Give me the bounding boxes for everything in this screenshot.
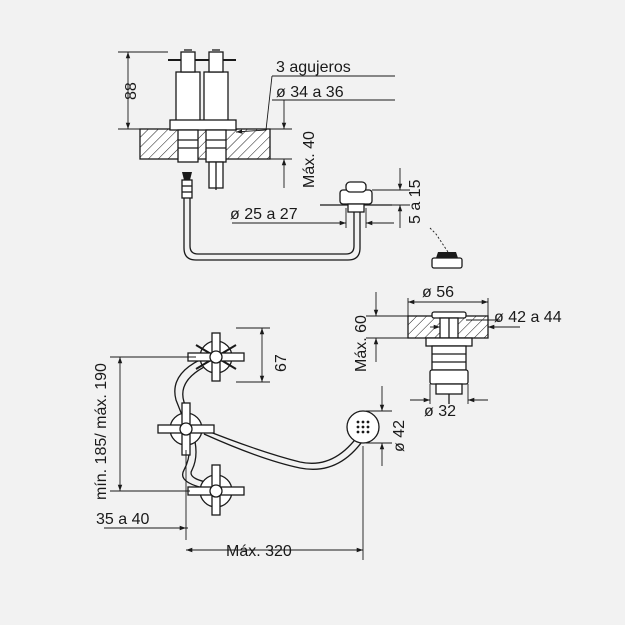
drain-section-view: ø 56 ø 42 a 44 ø 32 Máx. 60 [353, 284, 562, 420]
label-holes: 3 agujeros [276, 59, 351, 76]
label-diam-56: ø 56 [422, 284, 454, 301]
label-hole-diameter: ø 34 a 36 [276, 84, 344, 101]
label-67: 67 [273, 354, 290, 372]
label-min-max-185-190: mín. 185/ máx. 190 [93, 363, 110, 500]
label-88: 88 [123, 82, 140, 100]
shower-head-plan [346, 410, 380, 444]
valve-body-right [203, 71, 229, 123]
cross-handle-middle [157, 402, 215, 456]
label-diam-42: ø 42 [391, 420, 408, 452]
cross-handle-top [187, 332, 245, 382]
dimensions-top: 88 3 agujeros ø 34 a 36 Máx. 40 ø 25 a 2… [118, 51, 424, 228]
label-max-320: Máx. 320 [226, 543, 292, 560]
label-max-40: Máx. 40 [301, 131, 318, 188]
counter-slab-left [139, 128, 271, 160]
handle-hub-right [208, 51, 224, 73]
handle-hub-left [180, 51, 196, 73]
label-range-5-15: 5 a 15 [407, 179, 424, 224]
plan-view [157, 332, 380, 516]
label-diam-32: ø 32 [424, 403, 456, 420]
label-range-35-40: 35 a 40 [96, 511, 149, 528]
label-diam-42-44: ø 42 a 44 [494, 309, 562, 326]
label-max-60: Máx. 60 [353, 315, 370, 372]
dimensions-bottom: mín. 185/ máx. 190 67 ø 42 35 a 40 Máx. … [93, 327, 408, 560]
cross-handle-bottom [187, 464, 245, 516]
side-elevation-view [139, 49, 463, 269]
valve-body-left [175, 71, 201, 123]
label-pipe-diameter: ø 25 a 27 [230, 206, 298, 223]
drain-plug [431, 257, 463, 269]
